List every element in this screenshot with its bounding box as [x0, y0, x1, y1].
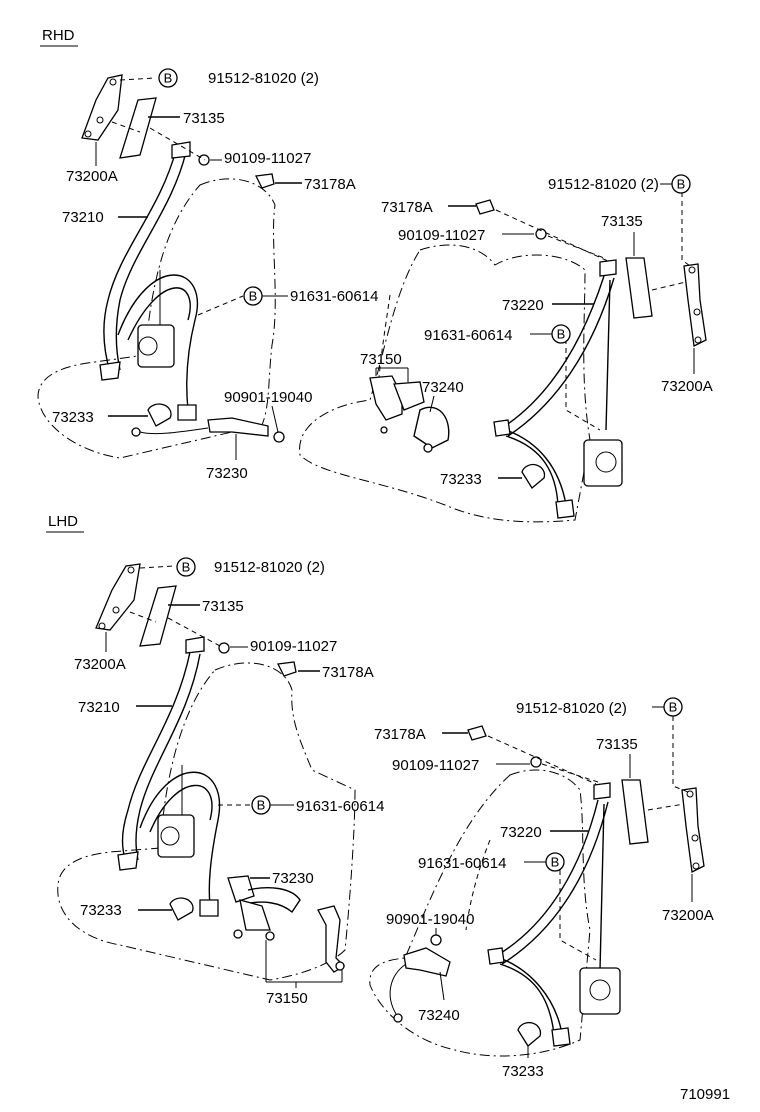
- label-lhd-right-73200A: 73200A: [662, 907, 714, 924]
- label-lhd-left-73178A: 73178A: [322, 664, 374, 681]
- lhd-left-cover: [139, 585, 177, 647]
- label-rhd-right-73220: 73220: [502, 297, 544, 314]
- svg-text:B: B: [557, 327, 566, 342]
- drawing-number: 710991: [680, 1086, 730, 1103]
- lhd-left-anchor-plate: [95, 563, 141, 631]
- label-rhd-left-73135: 73135: [183, 110, 225, 127]
- ref-marker-b: [158, 68, 178, 88]
- label-rhd-right-91631: 91631-60614: [424, 327, 512, 344]
- label-rhd-right-91512: 91512-81020 (2): [548, 176, 659, 193]
- label-rhd-right-73200A: 73200A: [661, 378, 713, 395]
- label-lhd-right-73220: 73220: [500, 824, 542, 841]
- label-rhd-left-73178A: 73178A: [304, 176, 356, 193]
- rhd-left-retractor: [137, 324, 175, 368]
- label-lhd-right-73240: 73240: [418, 1007, 460, 1024]
- label-lhd-left-91631: 91631-60614: [296, 798, 384, 815]
- label-lhd-left-73230: 73230: [272, 870, 314, 887]
- rhd-right-cap-73233: [521, 463, 546, 489]
- label-rhd-left-90109: 90109-11027: [224, 150, 311, 167]
- label-lhd-left-91512: 91512-81020 (2): [214, 559, 325, 576]
- rhd-right-buckle-73150: [369, 375, 403, 421]
- rhd-right-belt: [501, 275, 605, 429]
- label-rhd-left-73230: 73230: [206, 465, 248, 482]
- lhd-left-buckle-73230: [227, 875, 255, 903]
- lhd-right-buckle-73240: [403, 947, 451, 977]
- label-lhd-left-73210: 73210: [78, 699, 120, 716]
- label-rhd-left-73233: 73233: [52, 409, 94, 426]
- label-lhd-left-73150: 73150: [266, 990, 308, 1007]
- label-rhd-right-73240: 73240: [422, 379, 464, 396]
- label-rhd-right-73233: 73233: [440, 471, 482, 488]
- svg-text:B: B: [182, 560, 191, 575]
- svg-text:B: B: [677, 177, 686, 192]
- svg-text:B: B: [164, 71, 173, 86]
- rhd-left-belt: [103, 149, 177, 373]
- lhd-right-cap-73233: [517, 1021, 542, 1047]
- label-rhd-right-90109: 90109-11027: [398, 227, 485, 244]
- rhd-right-anchor-plate: [683, 263, 707, 347]
- section-label-rhd: RHD: [42, 27, 75, 44]
- label-lhd-right-73135: 73135: [596, 736, 638, 753]
- label-rhd-right-73150: 73150: [360, 351, 402, 368]
- svg-text:B: B: [669, 700, 678, 715]
- lhd-right-retractor: [579, 967, 621, 1015]
- lhd-left-retractor: [157, 814, 195, 858]
- label-rhd-right-73135: 73135: [601, 213, 643, 230]
- section-label-lhd: LHD: [48, 513, 78, 530]
- lhd-right-cover: [621, 779, 649, 845]
- label-lhd-left-90109: 90109-11027: [250, 638, 337, 655]
- svg-text:B: B: [257, 798, 266, 813]
- lhd-left-seat-assembly: B 91512-81020 (2) 73135 73200A 90109-110…: [57, 557, 384, 1007]
- label-rhd-left-73210: 73210: [62, 209, 104, 226]
- svg-text:B: B: [551, 855, 560, 870]
- svg-text:B: B: [249, 289, 258, 304]
- section-header-lhd: LHD: [46, 513, 84, 533]
- rhd-right-cover: [625, 257, 653, 319]
- label-rhd-left-73200A: 73200A: [66, 168, 118, 185]
- label-rhd-left-90901: 90901-19040: [224, 389, 312, 406]
- rhd-left-buckle: [207, 417, 269, 437]
- label-lhd-right-73233: 73233: [502, 1063, 544, 1080]
- label-lhd-right-90901: 90901-19040: [386, 911, 474, 928]
- label-rhd-left-91512: 91512-81020 (2): [208, 70, 319, 87]
- lhd-left-cap-73233: [169, 897, 194, 921]
- label-lhd-right-90109: 90109-11027: [392, 757, 479, 774]
- lhd-right-clip-73178A: [467, 725, 487, 741]
- rhd-left-clip-73178A: [255, 173, 275, 189]
- label-lhd-left-73135: 73135: [202, 598, 244, 615]
- rhd-left-seat-assembly: B 91512-81020 (2) 73135 73200A 90109-110…: [37, 68, 378, 482]
- label-lhd-right-73178A: 73178A: [374, 726, 426, 743]
- lhd-left-belt: [121, 651, 191, 863]
- label-rhd-right-73178A: 73178A: [381, 199, 433, 216]
- rhd-right-seat-assembly: 91512-81020 (2) B 73178A 90109-11027 731…: [299, 174, 713, 523]
- rhd-left-anchor-plate: [81, 74, 123, 141]
- rhd-left-bolt-90109: [198, 154, 210, 166]
- label-lhd-left-73200A: 73200A: [74, 656, 126, 673]
- section-header-rhd: RHD: [40, 27, 78, 47]
- lhd-left-clip-73178A: [277, 661, 297, 677]
- rhd-right-seat-outline: [299, 244, 591, 523]
- lhd-right-seat-assembly: 91512-81020 (2) B 73178A 90109-11027 731…: [369, 697, 714, 1080]
- lhd-right-anchor-plate: [681, 787, 705, 873]
- rhd-left-cap-73233: [147, 403, 172, 427]
- rhd-right-clip-73178A: [475, 199, 495, 215]
- label-rhd-left-91631: 91631-60614: [290, 288, 378, 305]
- lhd-right-seat-outline: [369, 769, 591, 1057]
- lhd-right-belt: [495, 799, 599, 957]
- label-lhd-left-73233: 73233: [80, 902, 122, 919]
- label-lhd-right-91631: 91631-60614: [418, 855, 506, 872]
- label-lhd-right-91512: 91512-81020 (2): [516, 700, 627, 717]
- rhd-left-cover: [119, 97, 157, 159]
- rhd-right-retractor: [583, 439, 623, 487]
